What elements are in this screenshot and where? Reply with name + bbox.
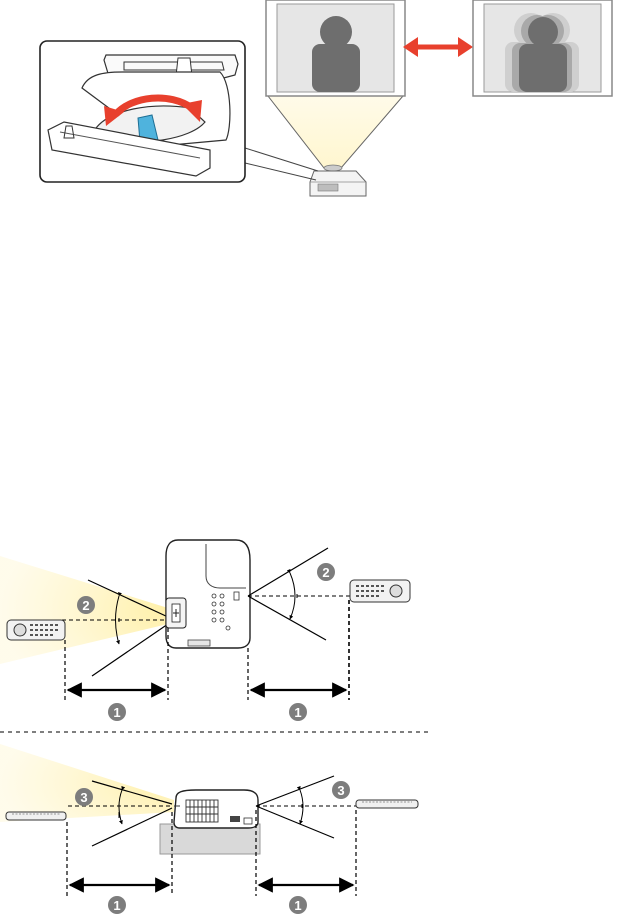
svg-text:2: 2: [82, 598, 89, 613]
projection-beam: [0, 744, 174, 822]
compare-arrow: [403, 37, 473, 57]
svg-text:1: 1: [294, 705, 301, 720]
callout-badge-distance: 1: [108, 703, 126, 721]
focus-figure: [40, 0, 612, 196]
light-cone: [268, 96, 403, 168]
callout-leader: [245, 148, 318, 171]
screen-sharp: [266, 0, 405, 96]
callout-badge-distance: 1: [289, 896, 307, 914]
callout-badge-distance: 1: [108, 896, 126, 914]
projector-icon: [310, 165, 366, 196]
remote-control-side-icon: [356, 800, 418, 808]
callout-badge-angle-vertical: 3: [75, 788, 93, 806]
remote-control-icon: [7, 620, 65, 640]
svg-text:3: 3: [80, 790, 87, 805]
svg-text:1: 1: [294, 898, 301, 913]
remote-control-icon: [350, 580, 410, 602]
zoom-callout: [40, 41, 245, 182]
projector-top-view-icon: [166, 540, 250, 648]
screen-blurry: [473, 0, 612, 96]
side-view: [0, 744, 418, 896]
top-view: [0, 540, 410, 700]
callout-leader: [245, 163, 316, 180]
callout-badge-angle-vertical: 3: [332, 781, 350, 799]
callout-badge-angle-horizontal: 2: [317, 563, 335, 581]
blurred-person-silhouette-icon: [505, 13, 579, 92]
svg-text:3: 3: [337, 783, 344, 798]
projector-side-view-icon: [174, 790, 258, 828]
svg-text:1: 1: [113, 898, 120, 913]
remote-control-side-icon: [6, 812, 66, 820]
svg-text:1: 1: [113, 705, 120, 720]
callout-badge-angle-horizontal: 2: [77, 596, 95, 614]
callout-badge-distance: 1: [289, 703, 307, 721]
svg-text:2: 2: [322, 565, 329, 580]
remote-range-figure: 2 2 1 1 3 3 1: [0, 540, 432, 914]
